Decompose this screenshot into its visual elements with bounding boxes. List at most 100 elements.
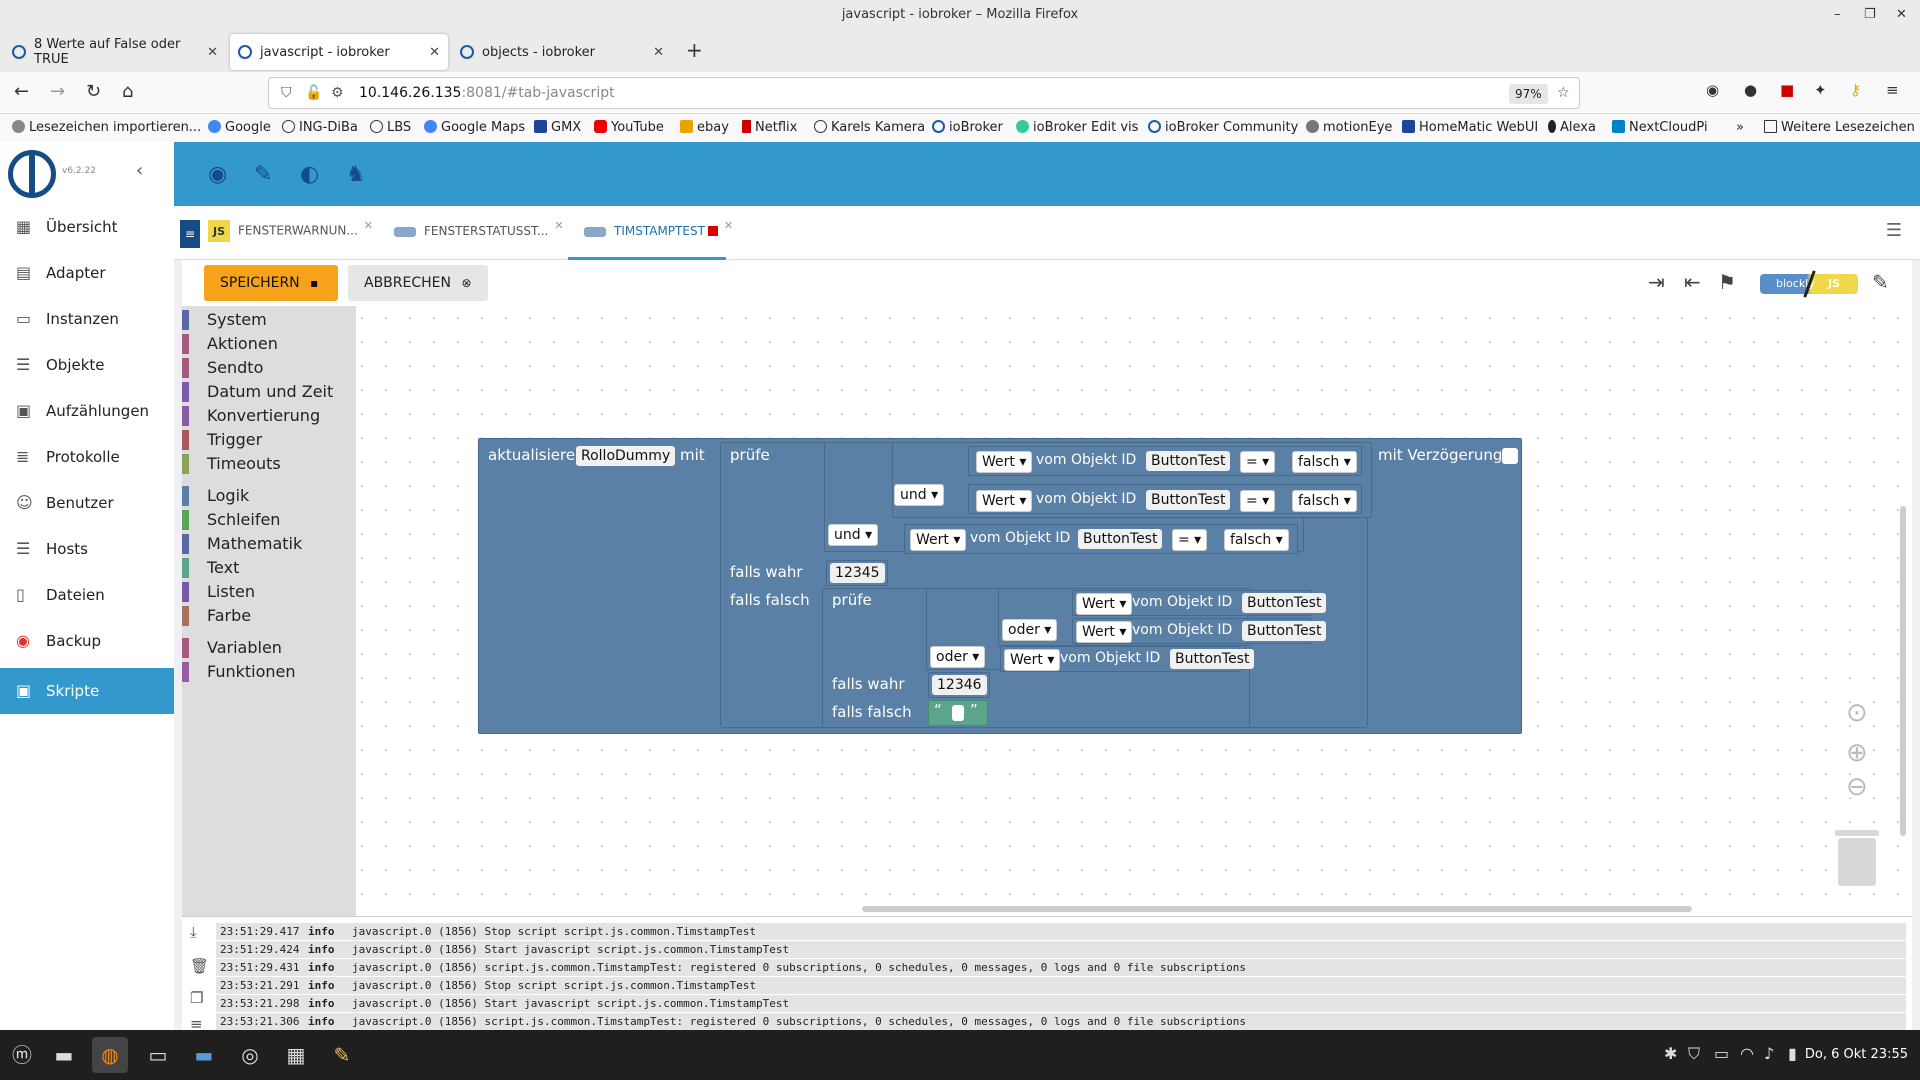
close-tab-icon[interactable]: ✕ xyxy=(429,44,440,60)
cancel-button[interactable]: ABBRECHEN ⊗ xyxy=(348,265,488,301)
bookmark-item[interactable]: Google Maps xyxy=(424,114,525,142)
browser-tab-3[interactable]: objects - iobroker ✕ xyxy=(452,34,672,70)
save-button[interactable]: SPEICHERN ▪ xyxy=(204,265,338,301)
operator-dropdown[interactable]: = ▾ xyxy=(1172,529,1208,551)
bluetooth-icon[interactable]: ✱ xyxy=(1664,1044,1678,1063)
bookmark-item[interactable]: ING-DiBa xyxy=(282,114,358,142)
bookmark-item[interactable]: motionEye xyxy=(1306,114,1392,142)
maximize-icon[interactable]: ❐ xyxy=(1864,7,1876,22)
bookmark-item[interactable]: Google xyxy=(208,114,271,142)
scripts-list-toggle[interactable]: ≡ xyxy=(180,220,200,248)
close-tab-icon[interactable]: ✕ xyxy=(363,218,373,232)
blockly-workspace[interactable]: System Aktionen Sendto Datum und Zeit Ko… xyxy=(182,306,1912,916)
toolbox-category-text[interactable]: Text xyxy=(182,556,239,580)
operator-dropdown[interactable]: = ▾ xyxy=(1240,490,1276,512)
url-bar[interactable]: ⛉ 🔓 ⚙ 10.146.26.135:8081/#tab-javascript… xyxy=(268,77,1580,109)
screenshot-icon[interactable]: ◎ xyxy=(241,1043,259,1067)
extension-icon[interactable]: ✦ xyxy=(1814,81,1827,99)
sidebar-item-hosts[interactable]: ☰Hosts xyxy=(0,526,174,572)
start-menu-icon[interactable]: ⓜ xyxy=(12,1043,32,1067)
value-dropdown[interactable]: Wert ▾ xyxy=(976,490,1033,512)
object-id-field[interactable]: ButtonTest xyxy=(1242,593,1327,613)
number-field-1[interactable]: 12345 xyxy=(830,563,885,583)
bookmark-item[interactable]: LBS xyxy=(370,114,411,142)
tab-script-timstamptest[interactable]: TIMSTAMPTEST✕ xyxy=(584,219,733,238)
extension-pdf-icon[interactable]: ■ xyxy=(1780,81,1795,99)
zoom-in-icon[interactable]: ⊕ xyxy=(1846,738,1868,768)
sidebar-item-skripte[interactable]: ▣Skripte xyxy=(0,668,174,714)
object-id-field[interactable]: ButtonTest xyxy=(1146,451,1231,471)
close-tab-icon[interactable]: ✕ xyxy=(207,44,218,60)
object-id-field[interactable]: ButtonTest xyxy=(1242,621,1327,641)
export-icon[interactable]: ⇥ xyxy=(1648,270,1665,294)
permissions-icon[interactable]: ⚙ xyxy=(331,85,344,101)
toolbox-category-trigger[interactable]: Trigger xyxy=(182,428,262,452)
toolbox-category-mathematik[interactable]: Mathematik xyxy=(182,532,302,556)
keyboard-icon[interactable]: ▭ xyxy=(1714,1044,1730,1063)
debug-flag-icon[interactable]: ⚑ xyxy=(1718,270,1736,294)
toolbox-category-konvertierung[interactable]: Konvertierung xyxy=(182,404,320,428)
sidebar-item-benutzer[interactable]: ☺Benutzer xyxy=(0,480,174,526)
url-text[interactable]: 10.146.26.135:8081/#tab-javascript xyxy=(359,85,615,101)
toolbox-category-system[interactable]: System xyxy=(182,308,267,332)
show-desktop-icon[interactable]: ▬ xyxy=(54,1043,74,1067)
copy-log-icon[interactable]: ❐ xyxy=(190,989,204,1007)
toolbox-category-datum-zeit[interactable]: Datum und Zeit xyxy=(182,380,333,404)
value-dropdown[interactable]: Wert ▾ xyxy=(910,529,967,551)
volume-icon[interactable]: ♪ xyxy=(1764,1044,1775,1063)
bookmark-star-icon[interactable]: ☆ xyxy=(1557,85,1570,101)
zoom-out-icon[interactable]: ⊖ xyxy=(1846,772,1868,802)
bookmark-item[interactable]: HomeMatic WebUI xyxy=(1402,114,1538,142)
toolbox-category-logik[interactable]: Logik xyxy=(182,484,249,508)
clear-log-icon[interactable]: 🗑 xyxy=(190,957,210,975)
import-icon[interactable]: ⇤ xyxy=(1684,270,1701,294)
string-field[interactable] xyxy=(952,705,964,721)
number-field-2[interactable]: 12346 xyxy=(932,675,987,695)
value-dropdown[interactable]: Wert ▾ xyxy=(1004,649,1061,671)
bookmark-item[interactable]: Karels Kamera xyxy=(814,114,925,142)
wrench-icon[interactable]: ✎ xyxy=(254,162,273,187)
shield-tray-icon[interactable]: ⛉ xyxy=(1688,1044,1701,1063)
trash-icon[interactable] xyxy=(1835,830,1879,886)
extension-key-icon[interactable]: ⚷ xyxy=(1850,81,1861,99)
bookmarks-overflow-icon[interactable]: » xyxy=(1736,120,1744,135)
settings-wrench-icon[interactable]: ✎ xyxy=(1872,270,1889,294)
app-menu-icon[interactable]: ≡ xyxy=(1886,81,1899,99)
close-tab-icon[interactable]: ✕ xyxy=(554,219,564,232)
and-operator-dropdown[interactable]: und ▾ xyxy=(828,524,879,546)
value-dropdown[interactable]: Wert ▾ xyxy=(1076,621,1133,643)
bookmark-item[interactable]: NextCloudPi xyxy=(1612,114,1708,142)
or-operator-dropdown[interactable]: oder ▾ xyxy=(930,646,986,668)
bookmark-item[interactable]: Lesezeichen importieren... xyxy=(12,114,201,142)
value-dropdown[interactable]: Wert ▾ xyxy=(976,451,1033,473)
toolbox-category-aktionen[interactable]: Aktionen xyxy=(182,332,278,356)
minimize-icon[interactable]: – xyxy=(1834,7,1841,22)
false-dropdown[interactable]: falsch ▾ xyxy=(1292,451,1357,473)
tab-script-fensterstatus[interactable]: FENSTERSTATUSST...✕ xyxy=(394,219,564,238)
zoom-level[interactable]: 97% xyxy=(1509,84,1548,104)
sidebar-item-aufzaehlungen[interactable]: ▣Aufzählungen xyxy=(0,388,174,434)
toolbox-category-funktionen[interactable]: Funktionen xyxy=(182,660,296,684)
target-object-field[interactable]: RolloDummy xyxy=(576,446,676,466)
close-window-icon[interactable]: ✕ xyxy=(1896,7,1907,22)
new-tab-icon[interactable]: + xyxy=(686,38,703,62)
bookmark-item[interactable]: ioBroker Community xyxy=(1148,114,1298,142)
sidebar-item-instanzen[interactable]: ▭Instanzen xyxy=(0,296,174,342)
bookmark-item[interactable]: Netflix xyxy=(742,114,797,142)
delay-checkbox[interactable] xyxy=(1502,448,1518,464)
operator-dropdown[interactable]: = ▾ xyxy=(1240,451,1276,473)
log-filter-icon[interactable]: ≡ xyxy=(190,1015,203,1033)
account-icon[interactable]: ● xyxy=(1744,81,1758,99)
workspace-vertical-scrollbar[interactable] xyxy=(1900,506,1906,836)
menu-icon[interactable]: ☰ xyxy=(1885,220,1902,241)
sidebar-item-backup[interactable]: ◉Backup xyxy=(0,618,174,664)
text-editor-icon[interactable]: ✎ xyxy=(333,1043,351,1067)
file-manager-icon[interactable]: ▬ xyxy=(194,1043,214,1067)
close-tab-icon[interactable]: ✕ xyxy=(653,44,664,60)
battery-icon[interactable]: ▮ xyxy=(1788,1044,1797,1063)
and-operator-dropdown-inner[interactable]: und ▾ xyxy=(894,484,945,506)
collapse-sidebar-icon[interactable]: ‹ xyxy=(136,160,144,181)
recenter-icon[interactable]: ⊙ xyxy=(1846,698,1868,728)
